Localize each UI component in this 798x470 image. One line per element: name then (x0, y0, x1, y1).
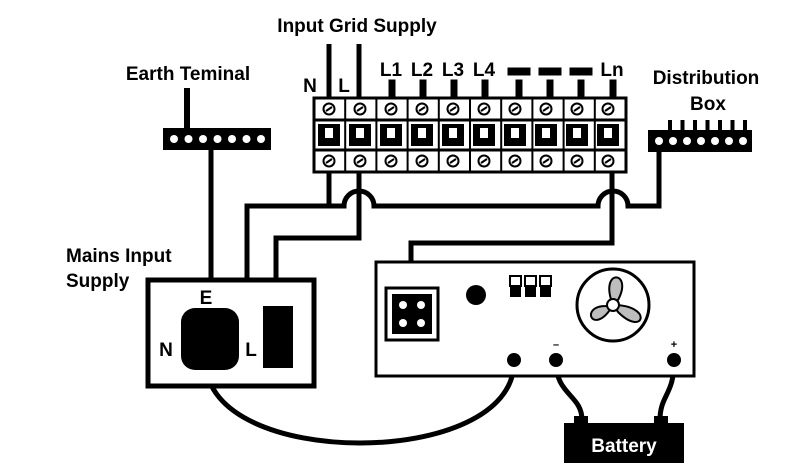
breaker-toggle (449, 128, 457, 138)
breaker-screw-slot (604, 158, 612, 164)
grid-supply-wires (326, 44, 362, 98)
breaker-screw-slot (387, 158, 395, 164)
label-supply: Supply (66, 271, 130, 292)
distribution-pin (668, 120, 672, 130)
label-earth-terminal: Earth Teminal (126, 64, 250, 85)
inverter-switches (509, 275, 552, 297)
breaker-label-l3: L3 (442, 60, 464, 81)
breaker-screw-slot (480, 158, 488, 164)
socket-label-l: L (245, 340, 257, 361)
breaker-label-n: N (303, 76, 317, 97)
breaker-panel (312, 96, 628, 174)
distribution-box-bar (648, 120, 752, 152)
earth-terminal-dot (228, 135, 236, 143)
distribution-pin (743, 120, 747, 130)
distribution-pin (730, 120, 735, 130)
breaker-screw-slot (449, 106, 457, 112)
breaker-screw-slot (542, 158, 550, 164)
distribution-dot (711, 137, 719, 145)
earth-terminal-dot (257, 135, 265, 143)
distribution-pin (680, 120, 685, 130)
breaker-toggle (387, 128, 395, 138)
label-distribution: Distribution (653, 68, 760, 89)
distribution-dot (683, 137, 691, 145)
breaker-toggle (356, 128, 364, 138)
breaker-screw-slot (573, 158, 581, 164)
breaker-screw-slot (542, 106, 550, 112)
breaker-screw-slot (325, 158, 333, 164)
breaker-screw-slot (480, 106, 488, 112)
earth-terminal-dot (213, 135, 222, 143)
battery: Battery (564, 416, 684, 463)
fan-icon (575, 267, 651, 343)
distribution-dot (739, 137, 747, 145)
breaker-screw-slot (604, 106, 612, 112)
inverter-output-terminal (507, 353, 521, 367)
distribution-pin (718, 120, 722, 130)
socket-live-pin (263, 306, 293, 368)
positive-sign: + (671, 339, 677, 351)
breaker-screw-slot (511, 106, 519, 112)
battery-label: Battery (591, 436, 657, 457)
earth-terminal-dot (242, 135, 251, 143)
inverter-knob (466, 285, 486, 305)
inverter-unit: – + (374, 260, 696, 378)
distribution-pin (705, 120, 710, 130)
negative-sign: – (553, 339, 559, 351)
earth-terminal-dot (184, 135, 193, 143)
earth-terminal-dot (170, 135, 178, 143)
distribution-dot (669, 137, 677, 145)
distribution-dot (697, 137, 705, 145)
label-mains-input: Mains Input (66, 246, 172, 267)
breaker-label-l1: L1 (380, 60, 403, 81)
breaker-screw-slot (418, 158, 426, 164)
breaker-screw-slot (418, 106, 426, 112)
socket-label-n: N (159, 340, 173, 361)
breaker-toggle (604, 128, 612, 138)
distribution-dot (725, 137, 733, 145)
breaker-toggle (418, 128, 426, 138)
socket-label-e: E (200, 288, 213, 309)
breaker-screw-slot (449, 158, 457, 164)
breaker-screw-slot (356, 106, 364, 112)
battery-negative-terminal (549, 353, 563, 367)
title-input-grid-supply: Input Grid Supply (277, 16, 437, 37)
breaker-screw-slot (356, 158, 364, 164)
earth-terminal-dot (199, 135, 207, 143)
distribution-pin (693, 120, 697, 130)
breaker-toggle (480, 128, 488, 138)
battery-positive-terminal (667, 353, 681, 367)
breaker-label-l2: L2 (411, 60, 433, 81)
distribution-dot (655, 137, 663, 145)
breaker-label-l: L (338, 76, 350, 97)
breaker-screw-slot (511, 158, 519, 164)
breaker-toggle (573, 128, 581, 138)
breaker-toggle (511, 128, 519, 138)
breaker-screw-slot (325, 106, 333, 112)
breaker-toggle (542, 128, 550, 138)
breaker-label-l4: L4 (473, 60, 496, 81)
breaker-screw-slot (573, 106, 581, 112)
earth-terminal-bar (163, 88, 271, 150)
socket-earth-pin (181, 308, 239, 370)
label-box: Box (690, 94, 726, 115)
breaker-label-ln: Ln (600, 60, 623, 81)
breaker-toggle (325, 128, 333, 138)
breaker-screw-slot (387, 106, 395, 112)
mains-socket: E N L (145, 277, 317, 389)
